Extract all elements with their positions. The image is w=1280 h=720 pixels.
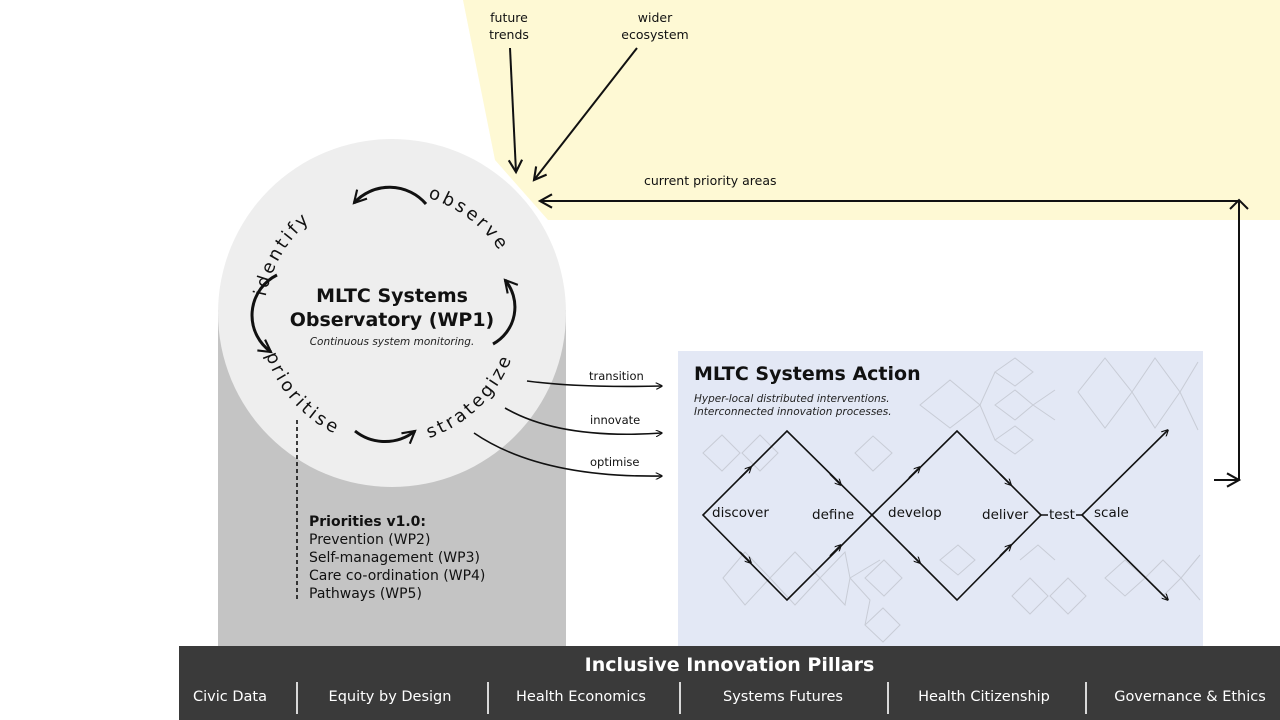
diamond-arrow [739, 551, 751, 563]
observatory-circle [218, 139, 566, 487]
priorities-heading: Priorities v1.0: [309, 514, 427, 530]
pillar-health-citizenship: Health Citizenship [918, 689, 1050, 705]
context-area [463, 0, 1280, 220]
future-trends-label: future trends [489, 10, 529, 42]
priority-item: Self-management (WP3) [309, 550, 480, 566]
stage-develop: develop [888, 505, 942, 521]
innovate-label: innovate [590, 413, 641, 427]
pillars-bar: Inclusive Innovation Pillars Civic Data … [179, 646, 1280, 720]
double-diamond [701, 430, 1168, 600]
action-panel [678, 351, 1203, 646]
observatory-title: MLTC Systems Observatory (WP1) [289, 285, 495, 331]
cycle-arrow-observe-strategize [492, 278, 519, 346]
stage-test: test [1049, 507, 1075, 523]
diamond-arrow [999, 545, 1011, 557]
feedback-arrow-top [1229, 198, 1249, 210]
stage-deliver: deliver [982, 507, 1029, 523]
pillar-divider [1085, 682, 1087, 714]
stage-define: define [812, 507, 855, 523]
diamond-arrow [908, 467, 920, 479]
action-subtitle: Hyper-local distributed interventions. I… [694, 393, 892, 418]
background-diamond-network [702, 357, 1201, 643]
observatory-subtitle: Continuous system monitoring. [309, 336, 475, 348]
pillar-divider [887, 682, 889, 714]
priorities-list: Priorities v1.0: Prevention (WP2) Self-m… [309, 513, 549, 603]
pillar-civic-data: Civic Data [193, 689, 267, 705]
priority-item: Care co-ordination (WP4) [309, 568, 486, 584]
wider-ecosystem-arrow [532, 47, 638, 182]
diamond-arrow [739, 467, 751, 479]
cycle-arrow-strategize-prioritise [354, 429, 417, 445]
optimise-label: optimise [590, 455, 640, 469]
pillar-systems-futures: Systems Futures [723, 689, 843, 705]
cycle-arrow-prioritise-identify [250, 273, 278, 354]
optimise-arrow [473, 432, 662, 476]
stage-discover: discover [712, 505, 769, 521]
pillar-governance-ethics: Governance & Ethics [1114, 689, 1266, 705]
future-trends-arrow [507, 47, 524, 175]
pillar-divider [487, 682, 489, 714]
diamond-arrow [829, 545, 841, 557]
wider-ecosystem-label: wider ecosystem [621, 10, 689, 42]
priority-item: Pathways (WP5) [309, 586, 422, 602]
stage-scale: scale [1094, 505, 1129, 521]
pillars-title: Inclusive Innovation Pillars [584, 654, 875, 676]
diamond-arrow [999, 473, 1011, 485]
pillar-divider [679, 682, 681, 714]
cycle-arrow-identify-observe [352, 185, 428, 205]
current-priority-label: current priority areas [644, 173, 777, 188]
diamond-arrow [908, 551, 920, 563]
action-title: MLTC Systems Action [694, 363, 921, 385]
pillar-divider [296, 682, 298, 714]
transition-label: transition [589, 369, 644, 383]
transition-arrow [526, 380, 662, 386]
diamond-arrow [829, 473, 841, 485]
priority-item: Prevention (WP2) [309, 532, 431, 548]
pillar-health-economics: Health Economics [516, 689, 646, 705]
innovate-arrow [504, 407, 662, 434]
pillar-equity-by-design: Equity by Design [328, 689, 452, 705]
